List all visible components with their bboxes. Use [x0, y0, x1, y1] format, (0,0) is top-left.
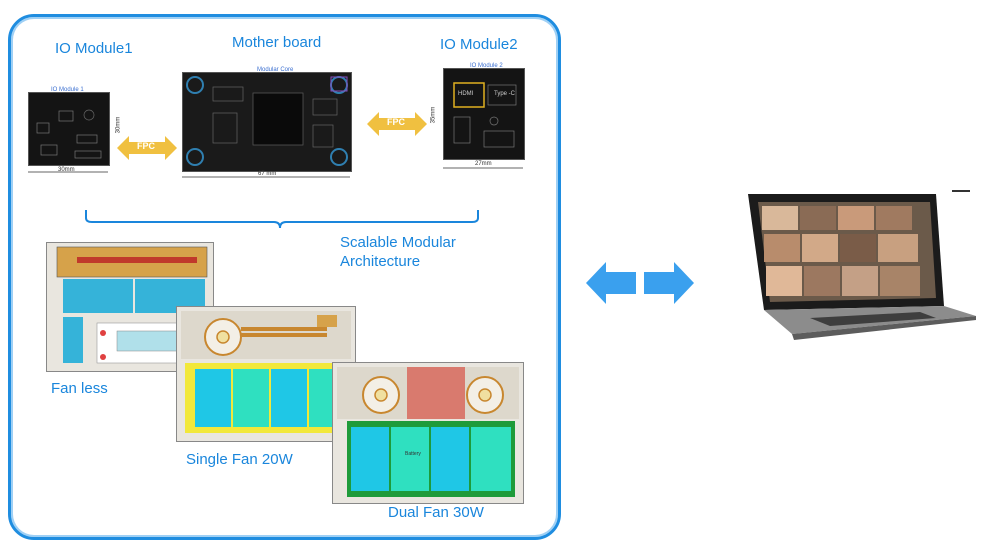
single-fan-label: Single Fan 20W: [186, 451, 293, 468]
io-module2-typec: Type -C: [494, 91, 516, 97]
io-module1-height: 30mm: [115, 116, 122, 134]
architecture-label: Architecture: [340, 253, 421, 270]
io-module2-board-title: IO Module 2: [470, 63, 503, 69]
io-module2-hdmi: HDMI: [458, 91, 474, 97]
modular-architecture-frame: [8, 14, 561, 540]
double-arrow-icon: [586, 262, 694, 304]
io-module2-width: 27mm: [475, 161, 492, 167]
fpc-left-label: FPC: [137, 141, 155, 151]
mother-board-title: Modular Core: [257, 67, 294, 73]
dual-fan-battery-label: Battery: [405, 451, 421, 457]
mother-board-dim-line: [182, 176, 350, 178]
mother-board: Modular Core: [182, 67, 352, 172]
io-module2-label: IO Module2: [440, 36, 518, 53]
io-module1-dim-line: [28, 171, 108, 173]
fpc-right-label: FPC: [387, 117, 405, 127]
dual-fan-label: Dual Fan 30W: [388, 504, 484, 521]
io-module1-board-title: IO Module 1: [51, 87, 84, 93]
laptop-icon: [748, 190, 976, 340]
io-module2-dim-line: [443, 167, 523, 169]
fan-less-label: Fan less: [51, 380, 108, 397]
dual-fan-layout: Battery: [332, 362, 524, 504]
video-call-grid-icon: [762, 206, 920, 296]
io-module2-height: 35mm: [430, 106, 437, 124]
io-module1-width: 30mm: [58, 167, 75, 173]
mother-board-label: Mother board: [232, 34, 322, 51]
mother-board-width: 67 mm: [258, 171, 277, 177]
scalable-brace: [85, 210, 479, 229]
io-module1-board: IO Module 1: [28, 87, 110, 166]
io-module2-board: IO Module 2 HDMI Type -C: [443, 63, 525, 160]
single-fan-layout: [176, 306, 356, 442]
io-module1-label: IO Module1: [55, 40, 133, 57]
fpc-left-arrow: [117, 136, 177, 160]
fpc-right-arrow: [367, 112, 427, 136]
scalable-label: Scalable Modular: [340, 234, 456, 251]
